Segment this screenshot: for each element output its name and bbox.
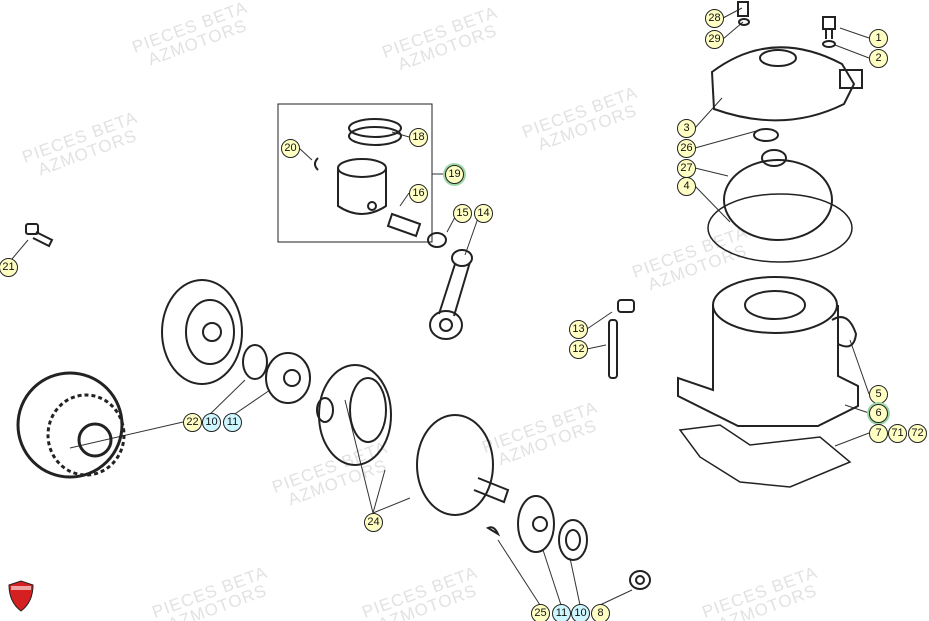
callout-part-12[interactable]: 12 (569, 340, 588, 359)
seal-right (558, 519, 588, 561)
combustion-dome (723, 149, 833, 241)
crank-half-left (316, 364, 392, 466)
head-bolts (737, 1, 836, 48)
callout-part-18[interactable]: 18 (409, 128, 428, 147)
piston-pin (386, 212, 422, 238)
cylinder (677, 276, 859, 427)
callout-part-71[interactable]: 71 (888, 424, 907, 443)
azmotors-logo (8, 580, 34, 612)
crankcase-disc (161, 279, 243, 385)
callout-part-4[interactable]: 4 (677, 177, 696, 196)
piston-rings (348, 118, 402, 138)
callout-part-15[interactable]: 15 (453, 204, 472, 223)
callout-part-2[interactable]: 2 (869, 49, 888, 68)
screw-21 (25, 223, 54, 248)
needle-bearing (427, 232, 447, 248)
callout-part-3[interactable]: 3 (677, 119, 696, 138)
circlip (314, 157, 319, 171)
callout-part-11[interactable]: 11 (552, 604, 571, 621)
callout-part-14[interactable]: 14 (474, 204, 493, 223)
callout-part-11[interactable]: 11 (223, 413, 242, 432)
stud-bolt (608, 299, 635, 379)
callout-part-22[interactable]: 22 (183, 413, 202, 432)
callout-part-21[interactable]: 21 (0, 258, 18, 277)
callout-part-24[interactable]: 24 (364, 513, 383, 532)
callout-part-25[interactable]: 25 (531, 604, 550, 621)
callout-part-27[interactable]: 27 (677, 159, 696, 178)
callout-part-1[interactable]: 1 (869, 29, 888, 48)
callout-part-13[interactable]: 13 (569, 320, 588, 339)
callout-part-5[interactable]: 5 (869, 385, 888, 404)
callout-part-26[interactable]: 26 (677, 139, 696, 158)
piston (337, 158, 387, 215)
nut-8 (629, 570, 651, 590)
callout-part-72[interactable]: 72 (908, 424, 927, 443)
cylinder-head (710, 46, 863, 122)
woodruff-key (485, 526, 501, 537)
o-ring (753, 128, 779, 142)
crank-half-right (416, 414, 510, 516)
base-gasket (678, 424, 852, 488)
callout-part-19[interactable]: 19 (445, 165, 464, 184)
callout-part-16[interactable]: 16 (409, 184, 428, 203)
piston-kit-box (277, 103, 433, 243)
bearing-left (265, 352, 311, 404)
callout-part-28[interactable]: 28 (705, 9, 724, 28)
head-gasket (707, 193, 853, 263)
seal-left (242, 344, 268, 380)
callout-part-10[interactable]: 10 (571, 604, 590, 621)
bearing-right (517, 495, 555, 553)
callout-part-8[interactable]: 8 (591, 604, 610, 621)
callout-part-10[interactable]: 10 (202, 413, 221, 432)
callout-part-20[interactable]: 20 (281, 139, 300, 158)
callout-part-6[interactable]: 6 (869, 404, 888, 423)
callout-part-7[interactable]: 7 (869, 424, 888, 443)
callout-part-29[interactable]: 29 (705, 30, 724, 49)
clutch-basket (16, 371, 126, 479)
connecting-rod (429, 249, 473, 340)
